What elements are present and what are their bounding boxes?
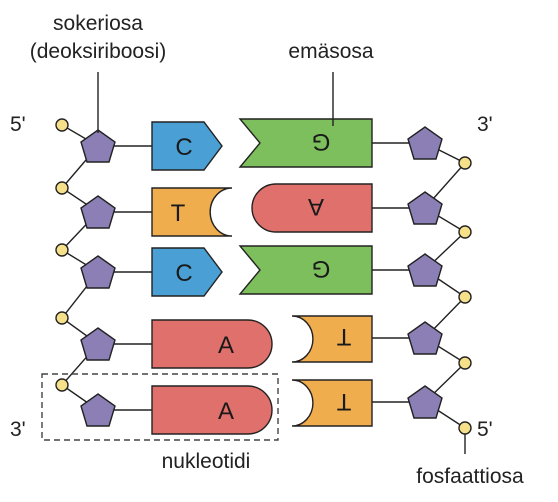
nucleotide-label: nukleotidi <box>162 450 251 473</box>
base-t-right <box>291 379 373 427</box>
base-c-left <box>151 121 223 171</box>
phosphate-icon <box>55 311 69 325</box>
phosphate-label: fosfaattiosa <box>416 465 524 488</box>
base-letter: C <box>175 134 192 161</box>
base-letter: C <box>175 260 192 287</box>
base-a-right <box>251 183 373 233</box>
base-pair-1: C G <box>151 118 373 171</box>
base-pair-5: A T <box>151 379 373 435</box>
phosphate-icon <box>55 378 69 392</box>
sugar-icon <box>80 393 116 427</box>
base-letter: T <box>171 200 186 227</box>
right-bottom-end-label: 5' <box>477 418 493 441</box>
base-g-right <box>238 245 373 295</box>
right-phosphates <box>458 156 472 435</box>
sugar-icon <box>407 126 443 160</box>
sugar-icon <box>407 253 443 287</box>
base-letter: A <box>218 332 234 359</box>
phosphate-icon <box>55 118 69 132</box>
base-g-right <box>238 118 373 168</box>
sugar-icon <box>407 191 443 225</box>
base-letter: T <box>336 388 351 415</box>
base-a-left <box>151 385 273 435</box>
base-t-left <box>151 187 233 237</box>
base-letter: T <box>336 323 351 350</box>
base-letter: G <box>312 255 331 282</box>
base-pair-2: T A <box>151 183 373 237</box>
left-backbone <box>60 124 100 411</box>
left-phosphates <box>55 118 69 392</box>
right-top-end-label: 3' <box>477 113 493 136</box>
phosphate-icon <box>458 421 472 435</box>
base-t-right <box>291 315 373 363</box>
sugar-icon <box>80 195 116 229</box>
sugar-icon <box>407 385 443 419</box>
sugar-icon <box>80 327 116 361</box>
sugar-base-connectors <box>112 142 410 411</box>
phosphate-icon <box>458 290 472 304</box>
left-sugars <box>80 129 116 427</box>
phosphate-icon <box>458 356 472 370</box>
phosphate-icon <box>55 243 69 257</box>
phosphate-icon <box>55 181 69 195</box>
left-bottom-end-label: 3' <box>10 418 26 441</box>
left-top-end-label: 5' <box>10 113 26 136</box>
sugar-sublabel: (deoksiriboosi) <box>30 40 167 63</box>
base-letter: G <box>312 128 331 155</box>
base-a-left <box>151 319 273 369</box>
base-pair-4: A T <box>151 315 373 369</box>
right-sugars <box>407 126 443 419</box>
base-c-left <box>151 247 223 297</box>
sugar-icon <box>80 129 116 163</box>
base-letter: A <box>218 398 234 425</box>
right-backbone <box>423 142 467 429</box>
base-pair-3: C G <box>151 245 373 297</box>
sugar-icon <box>407 321 443 355</box>
nucleotide-box <box>41 373 279 441</box>
phosphate-icon <box>458 156 472 170</box>
sugar-label: sokeriosa <box>53 12 143 35</box>
base-label: emäsosa <box>288 40 374 63</box>
phosphate-icon <box>458 225 472 239</box>
sugar-icon <box>80 255 116 289</box>
base-letter: A <box>308 193 324 220</box>
